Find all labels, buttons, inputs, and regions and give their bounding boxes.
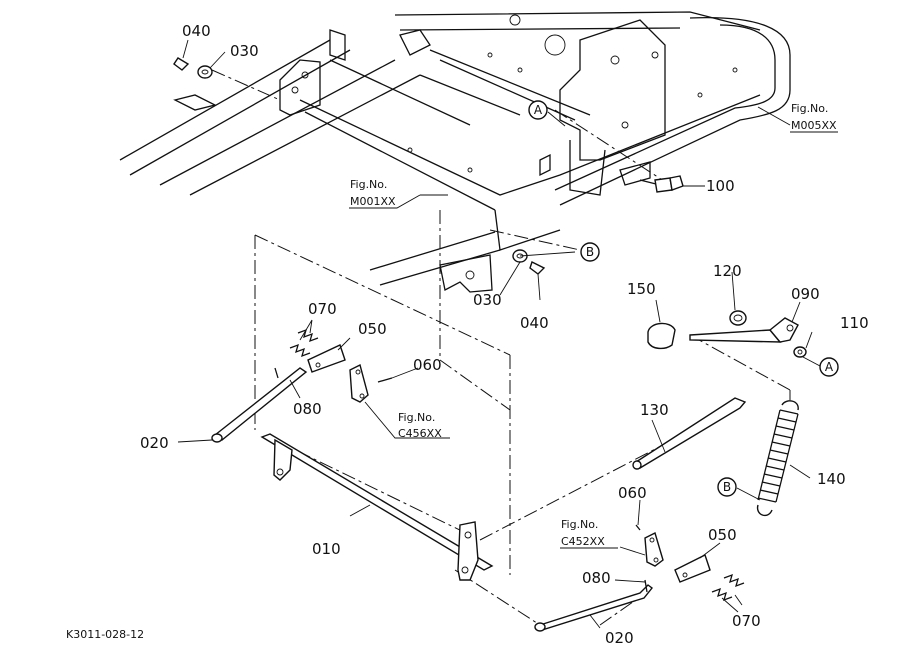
lever-090 [689, 317, 799, 343]
link-050-right [674, 554, 711, 583]
label-020-left: 020 [140, 434, 169, 452]
label-070-left: 070 [308, 300, 337, 318]
label-140: 140 [817, 470, 846, 488]
label-150: 150 [627, 280, 656, 298]
svg-text:Fig.No.: Fig.No. [791, 102, 828, 115]
label-110: 110 [840, 314, 869, 332]
rod-020-left [211, 367, 308, 443]
springs-070-left [289, 328, 319, 358]
label-040-lower: 040 [520, 314, 549, 332]
marker-b-upper: B [580, 242, 600, 262]
svg-text:C452XX: C452XX [561, 535, 605, 548]
fig-ref-m005: Fig.No. M005XX [790, 102, 838, 133]
fig-ref-c456: Fig.No. C456XX [398, 411, 442, 440]
svg-text:C456XX: C456XX [398, 427, 442, 440]
part-labels: 040 030 100 030 040 150 120 090 110 130 … [140, 22, 869, 647]
svg-text:A: A [534, 103, 543, 117]
svg-text:M005XX: M005XX [791, 119, 837, 132]
marker-b-lower: B [717, 477, 737, 497]
svg-text:Fig.No.: Fig.No. [350, 178, 387, 191]
pin-080-left [274, 367, 279, 379]
drawing-code: K3011-028-12 [66, 628, 144, 641]
label-030-lower: 030 [473, 291, 502, 309]
label-010: 010 [312, 540, 341, 558]
fig-ref-m001: Fig.No. M001XX [349, 178, 421, 209]
arm-060-right [635, 524, 664, 567]
svg-text:A: A [825, 360, 834, 374]
marker-a-lower: A [819, 357, 839, 377]
leader-lines [177, 39, 821, 629]
svg-text:Fig.No.: Fig.No. [561, 518, 598, 531]
link-050-left [307, 344, 346, 373]
cap-150 [647, 322, 676, 350]
label-040-upper: 040 [182, 22, 211, 40]
cross-shaft-010 [260, 433, 494, 581]
arm-060-left [349, 363, 393, 403]
bushing-120 [729, 310, 747, 326]
washer-030-upper [197, 65, 213, 79]
label-090: 090 [791, 285, 820, 303]
fig-ref-c452: Fig.No. C452XX [560, 518, 618, 549]
label-080-right: 080 [582, 569, 611, 587]
label-050-right: 050 [708, 526, 737, 544]
svg-text:B: B [723, 480, 731, 494]
label-060-right: 060 [618, 484, 647, 502]
label-030-upper: 030 [230, 42, 259, 60]
label-020-right: 020 [605, 629, 634, 647]
springs-070-right [711, 573, 745, 602]
rod-020-right [534, 584, 653, 632]
spring-anchor-bracket [439, 254, 493, 293]
label-050-left: 050 [358, 320, 387, 338]
center-lines [211, 69, 791, 626]
pin-040-lower [529, 261, 546, 275]
label-130: 130 [640, 401, 669, 419]
svg-text:B: B [586, 245, 594, 259]
chassis-frame [119, 11, 791, 286]
svg-text:M001XX: M001XX [350, 195, 396, 208]
washer-110 [793, 346, 807, 358]
label-120: 120 [713, 262, 742, 280]
pin-080-right [644, 579, 648, 593]
rod-130 [632, 397, 747, 470]
label-100: 100 [706, 177, 735, 195]
label-070-right: 070 [732, 612, 761, 630]
spring-140 [756, 400, 799, 517]
pin-040-upper [173, 57, 190, 71]
label-060-left: 060 [413, 356, 442, 374]
svg-text:Fig.No.: Fig.No. [398, 411, 435, 424]
marker-a-upper: A [528, 100, 548, 120]
label-080-left: 080 [293, 400, 322, 418]
